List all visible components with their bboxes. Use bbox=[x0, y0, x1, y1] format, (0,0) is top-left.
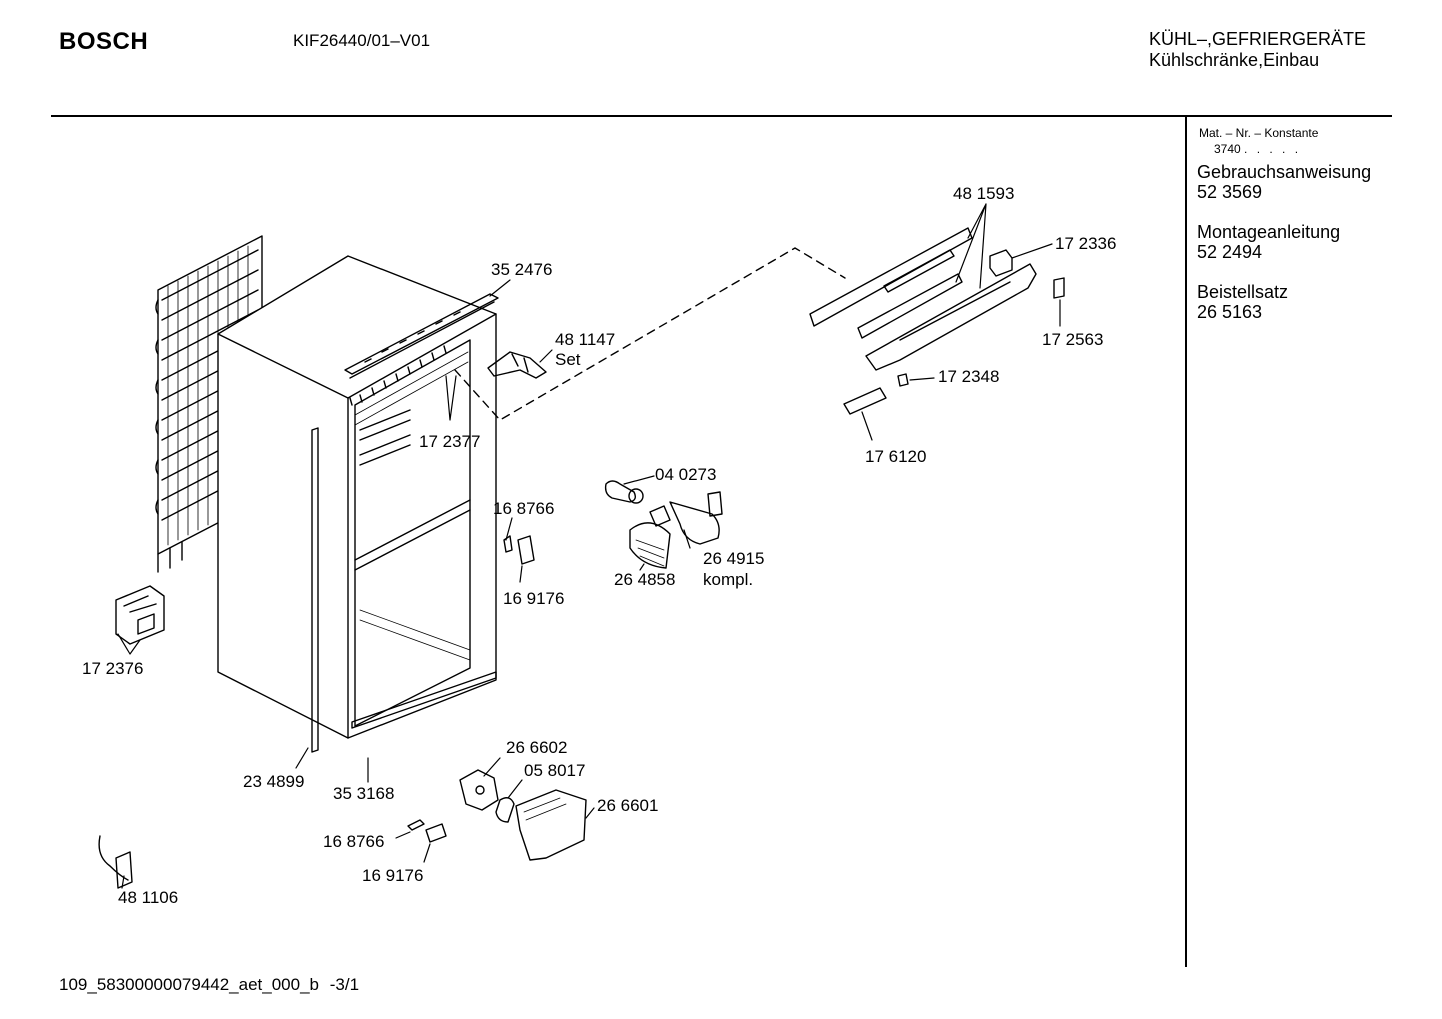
part-label-172377: 17 2377 bbox=[419, 432, 481, 451]
part-label-172336: 17 2336 bbox=[1055, 234, 1117, 253]
mat-nr-number: 3740 bbox=[1214, 142, 1241, 156]
part-label-040273: 04 0273 bbox=[655, 465, 717, 484]
category-title: KÜHL–,GEFRIERGERÄTE bbox=[1149, 29, 1367, 49]
footer-doc-id: 109_58300000079442_aet_000_b -3/1 bbox=[59, 975, 359, 995]
part-label-266602: 26 6602 bbox=[506, 738, 568, 757]
model-number: KIF26440/01–V01 bbox=[293, 31, 431, 50]
footer-page: -3/1 bbox=[329, 975, 360, 994]
lamp-assembly bbox=[604, 480, 723, 569]
part-label-481147: 48 1147 bbox=[555, 330, 616, 349]
part-label-168766-lower: 16 8766 bbox=[323, 832, 385, 851]
footer-doc-code: 109_58300000079442_aet_000_b bbox=[59, 975, 319, 994]
door-rail-part bbox=[809, 227, 1037, 371]
part-label-172348: 17 2348 bbox=[938, 367, 1000, 386]
clip-lower bbox=[407, 819, 425, 831]
small-clip-part bbox=[1053, 277, 1065, 299]
part-label-176120: 17 6120 bbox=[865, 447, 927, 466]
hinge-set-part bbox=[487, 351, 547, 379]
door-seal-strip bbox=[311, 427, 319, 753]
part-label-481106: 48 1106 bbox=[118, 888, 179, 907]
doc-number-manual: 52 3569 bbox=[1197, 182, 1263, 202]
part-label-481593: 48 1593 bbox=[953, 184, 1015, 203]
tiny-clip-part bbox=[897, 373, 909, 387]
category-subtitle: Kühlschränke,Einbau bbox=[1149, 50, 1320, 70]
power-cable-part bbox=[98, 835, 133, 889]
mat-nr-label: Mat. – Nr. – Konstante bbox=[1199, 126, 1319, 140]
doc-title-manual: Gebrauchsanweisung bbox=[1197, 162, 1372, 182]
assembly-guide-dashed bbox=[454, 247, 846, 421]
part-label-058017: 05 8017 bbox=[524, 761, 586, 780]
refrigerator-cabinet bbox=[217, 255, 497, 739]
small-block-part bbox=[989, 249, 1013, 277]
part-label-169176-upper: 16 9176 bbox=[503, 589, 565, 608]
cover-strip-part bbox=[843, 387, 887, 415]
part-label-264915-kompl: kompl. bbox=[703, 570, 754, 589]
part-label-264915: 26 4915 bbox=[703, 549, 765, 568]
part-label-481147-set: Set bbox=[555, 350, 581, 369]
leader-lines bbox=[117, 203, 1061, 889]
part-label-352476: 35 2476 bbox=[491, 260, 553, 279]
thermostat-part bbox=[459, 769, 587, 861]
part-label-264858: 26 4858 bbox=[614, 570, 676, 589]
top-rail-part bbox=[344, 293, 499, 379]
mat-nr-value: 3740 . . . . . bbox=[1214, 142, 1301, 156]
part-label-172376: 17 2376 bbox=[82, 659, 144, 678]
doc-number-accessory-kit: 26 5163 bbox=[1197, 302, 1263, 322]
doc-title-accessory-kit: Beistellsatz bbox=[1197, 282, 1289, 302]
cap-upper bbox=[517, 535, 535, 565]
cap-lower bbox=[425, 823, 447, 843]
doc-title-installation: Montageanleitung bbox=[1197, 222, 1341, 242]
part-label-266601: 26 6601 bbox=[597, 796, 659, 815]
brand-logo: BOSCH bbox=[59, 28, 149, 55]
part-label-234899: 23 4899 bbox=[243, 772, 305, 791]
part-label-168766-upper: 16 8766 bbox=[493, 499, 555, 518]
bottom-strip bbox=[351, 671, 497, 729]
part-label-169176-lower: 16 9176 bbox=[362, 866, 424, 885]
part-label-172563: 17 2563 bbox=[1042, 330, 1104, 349]
exploded-parts-diagram bbox=[98, 203, 1065, 889]
part-label-353168: 35 3168 bbox=[333, 784, 395, 803]
sidebar-divider bbox=[1185, 117, 1187, 967]
mat-nr-dots: . . . . . bbox=[1244, 142, 1302, 156]
header-divider bbox=[51, 115, 1392, 117]
doc-number-installation: 52 2494 bbox=[1197, 242, 1263, 262]
clip-upper bbox=[503, 535, 513, 553]
starter-relay-part bbox=[115, 585, 165, 645]
